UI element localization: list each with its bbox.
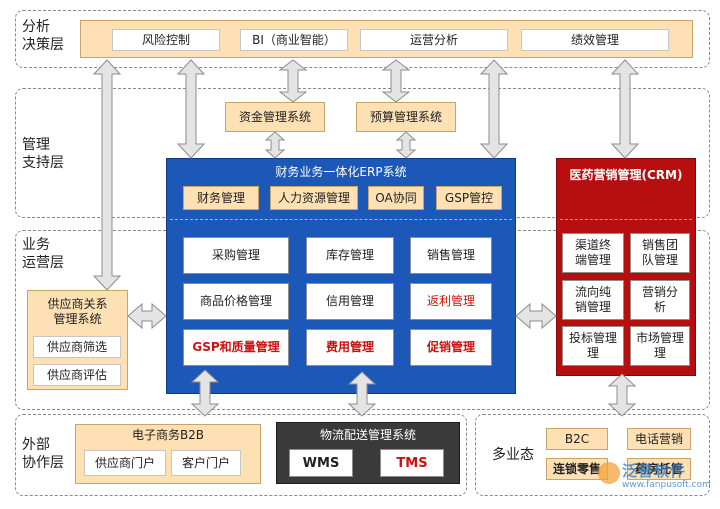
arrow-fund-erp [264,131,286,159]
pharmacy-trust-box: 药房托管 [627,458,691,480]
erp-credit-box: 信用管理 [306,283,394,320]
watermark-brand: 泛普软件 [622,462,687,480]
arrow-analysis-erp-left [176,59,206,159]
bi-box: BI（商业智能） [240,29,348,51]
arrow-erp-ecommerce [190,369,220,417]
supplier-eval-box: 供应商评估 [33,364,121,386]
performance-box: 绩效管理 [521,29,669,51]
arrow-analysis-supplier [92,59,122,291]
arrow-analysis-crm [610,59,640,159]
business-layer-label: 业务 运营层 [22,237,64,271]
multi-format-label: 多业态 [492,447,534,463]
ops-analysis-box: 运营分析 [360,29,508,51]
wms-box: WMS [289,449,353,477]
fund-mgmt-box: 资金管理系统 [225,102,325,132]
erp-rebate-box: 返利管理 [410,283,492,320]
crm-flow-box: 流向纯 销管理 [562,280,624,320]
arrow-analysis-fund [278,59,308,103]
erp-gsp-quality-box: GSP和质量管理 [183,329,289,366]
erp-oa-box: OA协同 [368,186,424,210]
crm-marketing-analysis-box: 营销分 析 [630,280,690,320]
erp-price-box: 商品价格管理 [183,283,289,320]
crm-bidding-box: 投标管理 理 [562,326,624,366]
watermark-url: www.fanpusoft.com [622,480,711,490]
erp-inventory-box: 库存管理 [306,237,394,274]
arrow-analysis-erp-right [479,59,509,159]
crm-sales-team-box: 销售团 队管理 [630,233,690,273]
arrow-budget-erp [395,131,417,159]
erp-finance-box: 财务管理 [183,186,259,210]
customer-portal-box: 客户门户 [171,450,241,476]
risk-control-box: 风险控制 [112,29,220,51]
analysis-layer-label: 分析 决策层 [22,19,64,53]
crm-channel-box: 渠道终 端管理 [562,233,624,273]
arrow-erp-logistics [347,371,377,417]
erp-hr-box: 人力资源管理 [270,186,358,210]
crm-divider [560,219,692,220]
erp-title: 财务业务一体化ERP系统 [275,165,407,179]
external-layer-label: 外部 协作层 [22,437,64,471]
arrow-analysis-budget [381,59,411,103]
erp-promotion-box: 促销管理 [410,329,492,366]
logistics-title: 物流配送管理系统 [319,428,416,442]
crm-title: 医药营销管理(CRM) [569,168,683,182]
arrow-erp-crm [515,302,557,330]
erp-sales-box: 销售管理 [410,237,492,274]
ecommerce-title: 电子商务B2B [131,427,205,442]
supplier-screen-box: 供应商筛选 [33,336,121,358]
arrow-crm-multi [607,373,637,417]
crm-market-box: 市场管理 理 [630,326,690,366]
erp-divider [170,219,512,220]
arrow-supplier-erp [127,302,167,330]
erp-purchase-box: 采购管理 [183,237,289,274]
erp-gsp-box: GSP管控 [436,186,502,210]
supplier-portal-box: 供应商门户 [84,450,166,476]
telesales-box: 电话营销 [627,428,691,450]
management-layer-label: 管理 支持层 [22,137,64,171]
watermark-logo [598,462,620,484]
tms-box: TMS [380,449,444,477]
b2c-box: B2C [546,428,608,450]
supplier-title: 供应商关系 管理系统 [47,297,108,326]
budget-mgmt-box: 预算管理系统 [356,102,456,132]
external-layer-right [475,414,710,496]
erp-expense-box: 费用管理 [306,329,394,366]
